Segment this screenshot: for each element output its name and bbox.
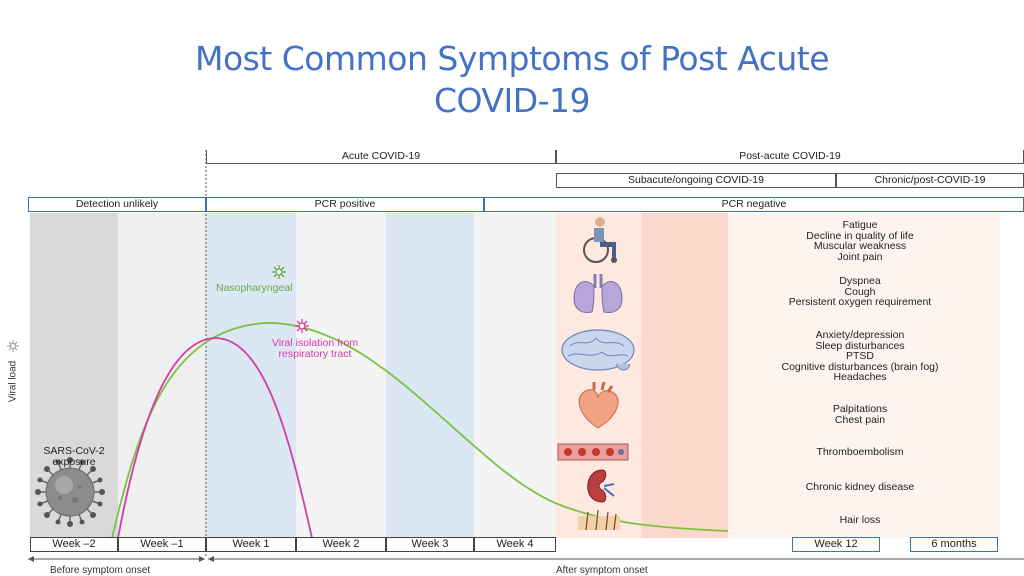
- week-3: Week 3: [386, 537, 474, 552]
- after-symptom-onset-label: After symptom onset: [556, 565, 648, 576]
- blood-vessel-icon: [557, 443, 629, 461]
- post-acute-covid-bar: Post-acute COVID-19: [556, 150, 1024, 164]
- chronic-covid-bar: Chronic/post-COVID-19: [836, 173, 1024, 188]
- symptom-item: Hair loss: [839, 514, 881, 526]
- symptom-item: Chronic kidney disease: [805, 481, 915, 493]
- symptom-item: Dyspnea: [839, 275, 881, 287]
- week-2: Week 2: [296, 537, 386, 552]
- pcr-negative-label: PCR negative: [721, 198, 787, 210]
- symptom-item: Palpitations: [832, 403, 888, 415]
- y-axis-virus-icon: [7, 340, 19, 352]
- page-title: Most Common Symptoms of Post Acute COVID…: [0, 38, 1024, 122]
- viral-isolation-line-1: Viral isolation from: [271, 337, 359, 349]
- detection-unlikely-label: Detection unlikely: [75, 198, 159, 210]
- symptoms-group-renal: Chronic kidney disease: [730, 482, 990, 493]
- title-line-2: COVID-19: [433, 81, 591, 120]
- y-axis-label: Viral load: [7, 360, 19, 403]
- viral-isolation-curve: [117, 337, 313, 539]
- detection-unlikely-bar: Detection unlikely: [28, 197, 206, 212]
- band-week-minus1: [118, 213, 206, 538]
- before-symptom-onset-label: Before symptom onset: [50, 565, 151, 576]
- symptom-item: Decline in quality of life: [806, 229, 914, 242]
- symptom-item: Joint pain: [837, 250, 883, 263]
- symptom-item: Anxiety/depression: [815, 329, 905, 341]
- week-12: Week 12: [792, 537, 880, 552]
- symptom-item: PTSD: [845, 350, 874, 363]
- pcr-positive-bar: PCR positive: [206, 197, 484, 212]
- nasopharyngeal-virus-icon: [272, 265, 286, 279]
- pcr-positive-label: PCR positive: [314, 198, 376, 210]
- kidney-icon: [587, 469, 615, 503]
- symptoms-group-vascular: Thromboembolism: [730, 447, 990, 458]
- symptom-item: Headaches: [833, 371, 887, 384]
- subacute-covid-label: Subacute/ongoing COVID-19: [627, 174, 764, 186]
- symptoms-group-neuro: Anxiety/depression Sleep disturbances PT…: [730, 330, 990, 383]
- acute-covid-label: Acute COVID-19: [341, 150, 421, 162]
- symptoms-group-respiratory: Dyspnea Cough Persistent oxygen requirem…: [730, 276, 990, 308]
- exposure-label: SARS-CoV-2 exposure: [30, 446, 118, 468]
- exposure-line-1: SARS-CoV-2: [43, 445, 105, 457]
- band-week3: [386, 213, 474, 538]
- chronic-covid-label: Chronic/post-COVID-19: [874, 174, 986, 186]
- hair-follicle-icon: [578, 509, 620, 531]
- viral-isolation-virus-icon: [295, 319, 309, 333]
- lungs-icon: [573, 274, 623, 313]
- symptom-item: Muscular weakness: [813, 240, 907, 253]
- brain-icon: [561, 329, 635, 371]
- week-minus-2: Week –2: [30, 537, 118, 552]
- nasopharyngeal-label: Nasopharyngeal: [216, 282, 293, 294]
- exposure-line-2: exposure: [52, 456, 96, 468]
- acute-covid-bar: Acute COVID-19: [206, 150, 556, 164]
- wheelchair-icon: [583, 217, 617, 263]
- symptom-item: Persistent oxygen requirement: [788, 296, 932, 309]
- symptoms-group-hair: Hair loss: [730, 515, 990, 526]
- symptom-item: Thromboembolism: [816, 446, 904, 458]
- post-acute-covid-label: Post-acute COVID-19: [739, 150, 841, 162]
- symptom-item: Cough: [844, 285, 876, 298]
- band-week4: [474, 213, 556, 538]
- band-chronic: [728, 213, 1000, 538]
- symptom-item: Cognitive disturbances (brain fog): [781, 360, 939, 373]
- band-subacute-2: [642, 213, 728, 538]
- week-1: Week 1: [206, 537, 296, 552]
- symptom-item: Sleep disturbances: [815, 339, 905, 352]
- subacute-covid-bar: Subacute/ongoing COVID-19: [556, 173, 836, 188]
- viral-isolation-line-2: respiratory tract: [278, 348, 352, 360]
- heart-icon: [578, 381, 619, 429]
- week-minus-1: Week –1: [118, 537, 206, 552]
- symptoms-group-general: Fatigue Decline in quality of life Muscu…: [730, 220, 990, 262]
- symptom-item: Fatigue: [842, 219, 878, 231]
- six-months: 6 months: [910, 537, 998, 552]
- symptoms-group-cardiac: Palpitations Chest pain: [730, 404, 990, 425]
- band-week1: [206, 213, 296, 538]
- band-week2: [296, 213, 386, 538]
- title-line-1: Most Common Symptoms of Post Acute: [194, 39, 830, 78]
- coronavirus-particle-icon: [35, 457, 105, 527]
- week-4: Week 4: [474, 537, 556, 552]
- viral-isolation-label: Viral isolation from respiratory tract: [250, 338, 380, 360]
- pcr-negative-bar: PCR negative: [484, 197, 1024, 212]
- symptom-item: Chest pain: [834, 413, 886, 426]
